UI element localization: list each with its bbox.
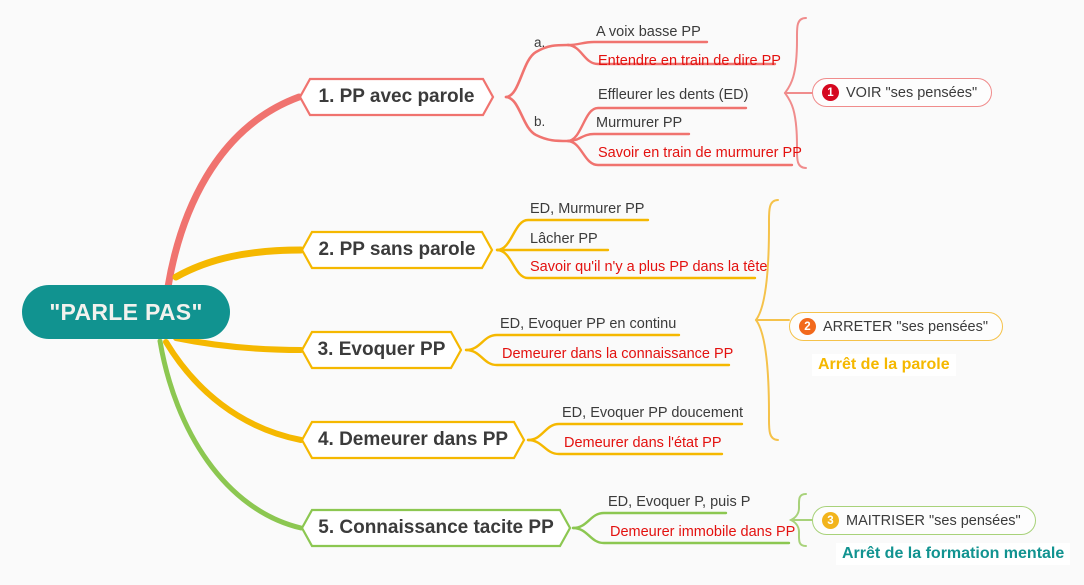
callout-arreter-label: ARRETER "ses pensées" [823, 318, 989, 335]
badge-number-icon: 1 [822, 84, 839, 101]
hexagon-outline-5 [300, 508, 572, 548]
hexagon-outline-2 [300, 230, 494, 270]
branch-node-2-label: 2. PP sans parole [318, 239, 476, 260]
badge-number-icon: 2 [799, 318, 816, 335]
branch-node-3[interactable]: 3. Evoquer PP [300, 330, 463, 370]
callout-maitriser[interactable]: 3 MAITRISER "ses pensées" [812, 506, 1036, 535]
hexagon-outline-3 [300, 330, 463, 370]
hexagon-outline-1 [298, 77, 495, 117]
leaf-item[interactable]: Savoir qu'il n'y a plus PP dans la tête [530, 259, 768, 275]
summary-arret-formation: Arrêt de la formation mentale [836, 543, 1071, 565]
trunk-branch-3 [173, 335, 304, 353]
branch-1-b-leaf-2 [566, 132, 691, 143]
branch-1-split-a [504, 43, 570, 99]
badge-number-icon: 3 [822, 512, 839, 529]
leaf-item[interactable]: ED, Evoquer PP doucement [562, 405, 744, 421]
trunk-branch-1 [164, 93, 303, 291]
leaf-item[interactable]: Demeurer immobile dans PP [610, 524, 796, 540]
branch-node-3-label: 3. Evoquer PP [317, 339, 446, 360]
central-node-label: "PARLE PAS" [49, 298, 203, 325]
leaf-item[interactable]: Demeurer dans l'état PP [564, 435, 722, 451]
branch-node-4[interactable]: 4. Demeurer dans PP [300, 420, 526, 460]
branch-node-4-label: 4. Demeurer dans PP [317, 429, 509, 450]
leaf-item[interactable]: ED, Evoquer P, puis P [608, 494, 751, 510]
callout-voir-label: VOIR "ses pensées" [846, 84, 978, 101]
trunk-branch-4 [163, 339, 304, 443]
branch-node-5-label: 5. Connaissance tacite PP [318, 517, 554, 538]
callout-arreter[interactable]: 2 ARRETER "ses pensées" [789, 312, 1004, 341]
leaf-item[interactable]: Murmurer PP [596, 115, 683, 131]
leaf-item[interactable]: ED, Evoquer PP en continu [500, 316, 677, 332]
branch-node-2[interactable]: 2. PP sans parole [300, 230, 494, 270]
branch-node-1[interactable]: 1. PP avec parole [298, 77, 495, 117]
leaf-item[interactable]: A voix basse PP [596, 24, 701, 40]
hexagon-outline-4 [300, 420, 526, 460]
branch-node-5[interactable]: 5. Connaissance tacite PP [300, 508, 572, 548]
summary-arret-parole: Arrêt de la parole [812, 354, 956, 376]
branch-1-a-leaf-1 [566, 40, 709, 47]
leaf-item[interactable]: Effleurer les dents (ED) [598, 87, 749, 103]
trunk-branch-2 [172, 246, 305, 281]
callout-voir[interactable]: 1 VOIR "ses pensées" [812, 78, 993, 107]
brace-arreter [754, 199, 779, 441]
trunk-branch-5 [157, 338, 304, 531]
leaf-item[interactable]: Entendre en train de dire PP [598, 53, 781, 69]
leaf-item[interactable]: Savoir en train de murmurer PP [598, 145, 802, 161]
leaf-item[interactable]: ED, Murmurer PP [530, 201, 645, 217]
leaf-item[interactable]: Demeurer dans la connaissance PP [502, 346, 734, 362]
branch-node-1-label: 1. PP avec parole [318, 86, 475, 107]
central-node[interactable]: "PARLE PAS" [22, 285, 230, 339]
callout-maitriser-label: MAITRISER "ses pensées" [846, 512, 1021, 529]
branch-1-group-a-letter: a. [534, 35, 546, 50]
branch-1-group-b-letter: b. [534, 114, 546, 129]
leaf-item[interactable]: Lâcher PP [530, 231, 598, 247]
